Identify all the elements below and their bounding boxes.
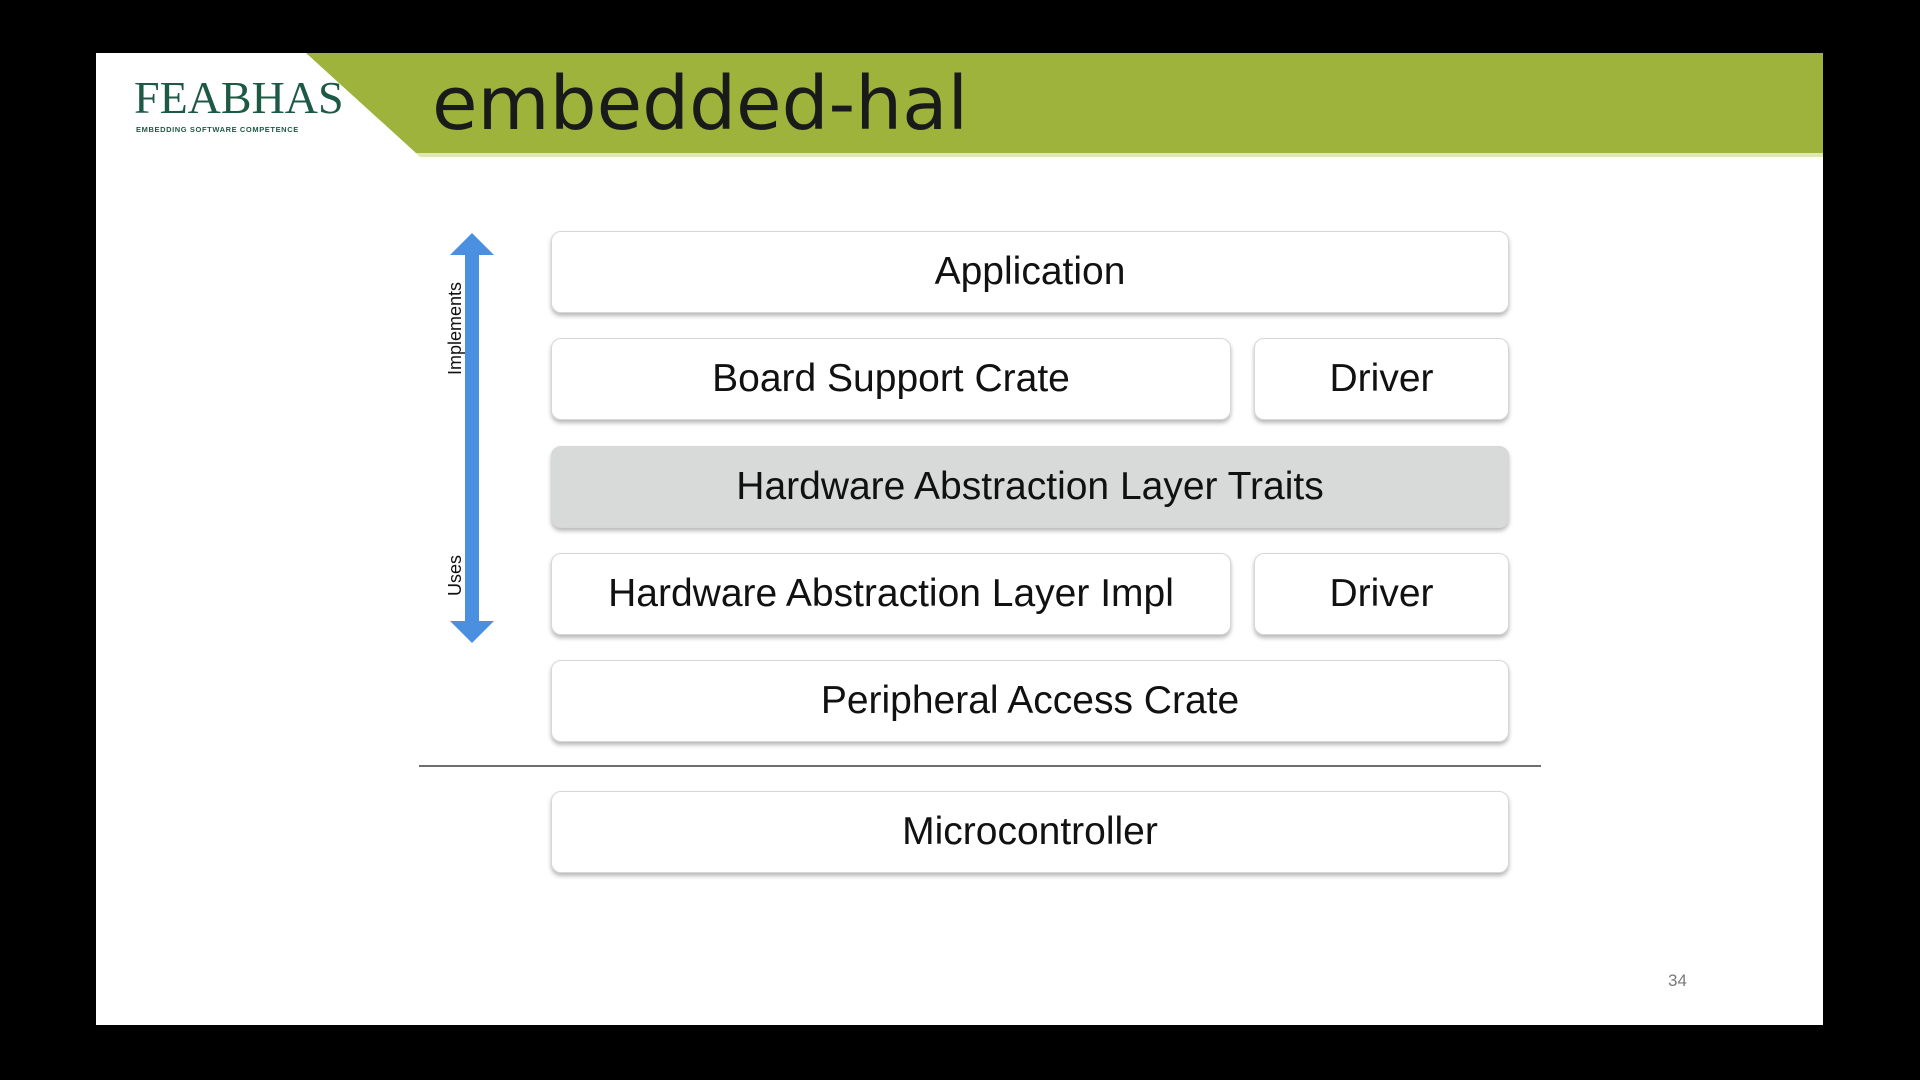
- layer-hal-traits: Hardware Abstraction Layer Traits: [551, 446, 1509, 528]
- logo-wordmark: FEABHAS: [134, 72, 344, 123]
- arrow-shaft: [465, 253, 479, 621]
- feabhas-logo: FEABHAS EMBEDDING SOFTWARE COMPETENCE: [134, 71, 344, 141]
- page-number: 34: [1668, 971, 1687, 990]
- logo-tagline: EMBEDDING SOFTWARE COMPETENCE: [136, 125, 299, 134]
- layer-microcontroller: Microcontroller: [551, 791, 1509, 873]
- hardware-divider-line: [419, 765, 1541, 767]
- slide: embedded-hal FEABHAS EMBEDDING SOFTWARE …: [96, 53, 1823, 1025]
- layer-driver-bottom: Driver: [1254, 553, 1509, 635]
- uses-label: Uses: [445, 554, 465, 596]
- layer-application: Application: [551, 231, 1509, 313]
- layer-driver-top: Driver: [1254, 338, 1509, 420]
- layer-peripheral-access-crate: Peripheral Access Crate: [551, 660, 1509, 742]
- layer-board-support-crate: Board Support Crate: [551, 338, 1231, 420]
- arrow-down-head: [450, 621, 494, 643]
- double-arrow-icon: [450, 233, 494, 643]
- header-band: [306, 53, 1823, 153]
- arrow-up-head: [450, 233, 494, 255]
- layer-hal-impl: Hardware Abstraction Layer Impl: [551, 553, 1231, 635]
- implements-label: Implements: [445, 281, 465, 375]
- slide-title: embedded-hal: [432, 61, 969, 147]
